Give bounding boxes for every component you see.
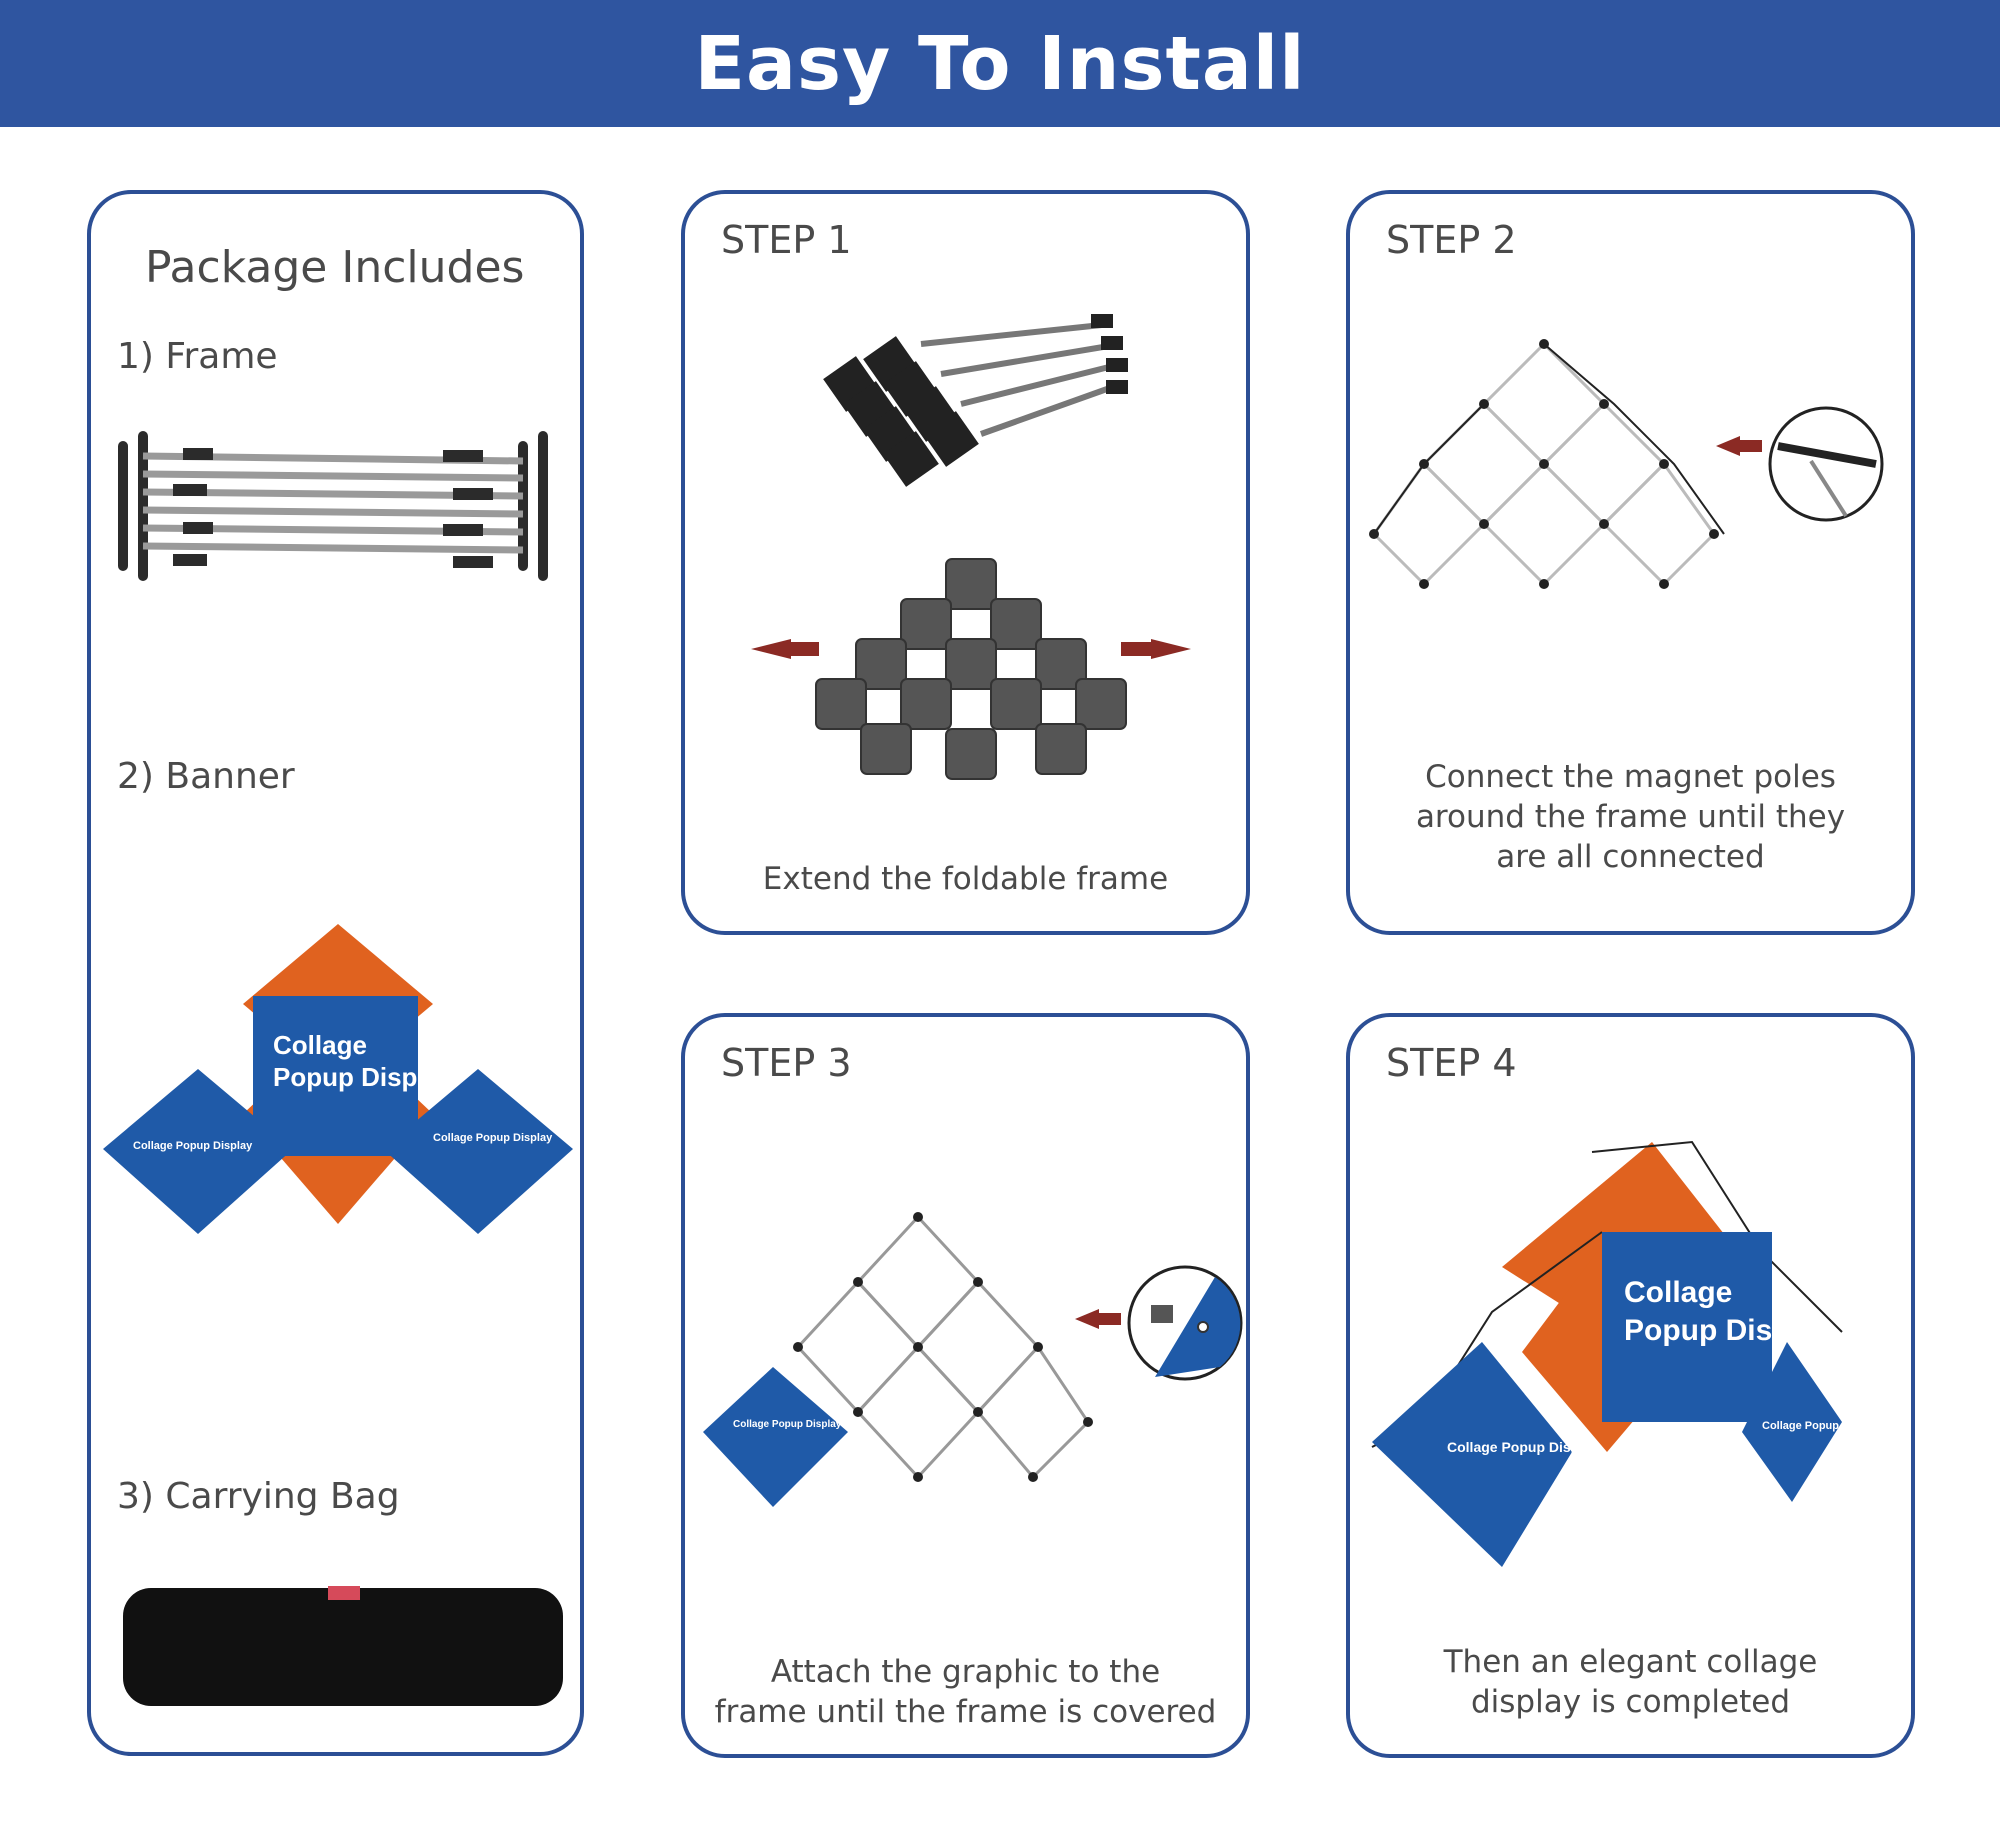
step-4-title: STEP 4	[1386, 1041, 1517, 1085]
step-4-main-text-line1: Collage	[1624, 1276, 1732, 1309]
page-header: Easy To Install	[0, 0, 2000, 127]
package-includes-card: Package Includes 1) Frame 2) Banner	[87, 190, 584, 1756]
step-3-banner-text: Collage Popup Display	[733, 1419, 842, 1430]
frame-with-graphic-step3-image: Collage Popup Display	[703, 1212, 1093, 1507]
step-2-card: STEP 2 Connect the magnet poles	[1346, 190, 1915, 935]
package-includes-title: Package Includes	[145, 242, 525, 293]
completed-display-step4-image: Collage Popup Display Collage Popup Disp…	[1371, 1140, 1882, 1567]
banner-image: Collage Popup Display Collage Popup Disp…	[103, 924, 573, 1234]
step-4-main-text-line2: Popup Display	[1624, 1314, 1833, 1347]
step-1-title: STEP 1	[721, 218, 852, 262]
step-2-caption-line-3: are all connected	[1496, 839, 1765, 875]
step-4-caption: Then an elegant collage display is compl…	[1350, 1642, 1911, 1722]
carrying-bag-image	[123, 1586, 563, 1706]
step-4-card: STEP 4 Collage Popup Display Collage Pop…	[1346, 1013, 1915, 1758]
banner-main-text-line2: Popup Display	[273, 1062, 454, 1092]
banner-main-text-line1: Collage	[273, 1030, 367, 1060]
extended-frame-step1-image	[751, 558, 1191, 780]
step-1-caption: Extend the foldable frame	[685, 859, 1246, 899]
step-3-title: STEP 3	[721, 1041, 852, 1085]
step-4-caption-line-2: display is completed	[1470, 1684, 1791, 1720]
step-4-left-text: Collage Popup Display	[1447, 1439, 1599, 1455]
step-4-caption-line-1: Then an elegant collage	[1443, 1644, 1818, 1680]
package-item-carrying-bag: 3) Carrying Bag	[117, 1476, 400, 1517]
step-3-caption-line-2: frame until the frame is covered	[714, 1694, 1217, 1730]
folded-frame-step1-image	[823, 314, 1128, 487]
step-4-right-text: Collage Popup Display	[1762, 1420, 1882, 1432]
step-2-caption-line-2: around the frame until they	[1415, 799, 1846, 835]
banner-left-text: Collage Popup Display	[133, 1140, 253, 1152]
step-3-caption-line-1: Attach the graphic to the	[770, 1654, 1161, 1690]
frame-lattice-step2-image	[1369, 339, 1725, 589]
banner-right-text: Collage Popup Display	[433, 1132, 553, 1144]
step-2-caption-line-1: Connect the magnet poles	[1425, 759, 1836, 795]
step-3-caption: Attach the graphic to the frame until th…	[685, 1652, 1246, 1732]
step-1-card: STEP 1	[681, 190, 1250, 935]
step-3-card: STEP 3 Collage Popup Display Attach the …	[681, 1013, 1250, 1758]
step-1-caption-line: Extend the foldable frame	[762, 861, 1169, 897]
grommet-connector-step3-image	[1075, 1265, 1243, 1381]
step-2-caption: Connect the magnet poles around the fram…	[1350, 757, 1911, 877]
package-item-frame: 1) Frame	[117, 336, 278, 377]
magnet-connector-step2-image	[1716, 406, 1884, 522]
page-title: Easy To Install	[694, 20, 1306, 107]
step-2-title: STEP 2	[1386, 218, 1517, 262]
package-item-banner: 2) Banner	[117, 756, 295, 797]
folded-frame-image	[118, 431, 548, 581]
